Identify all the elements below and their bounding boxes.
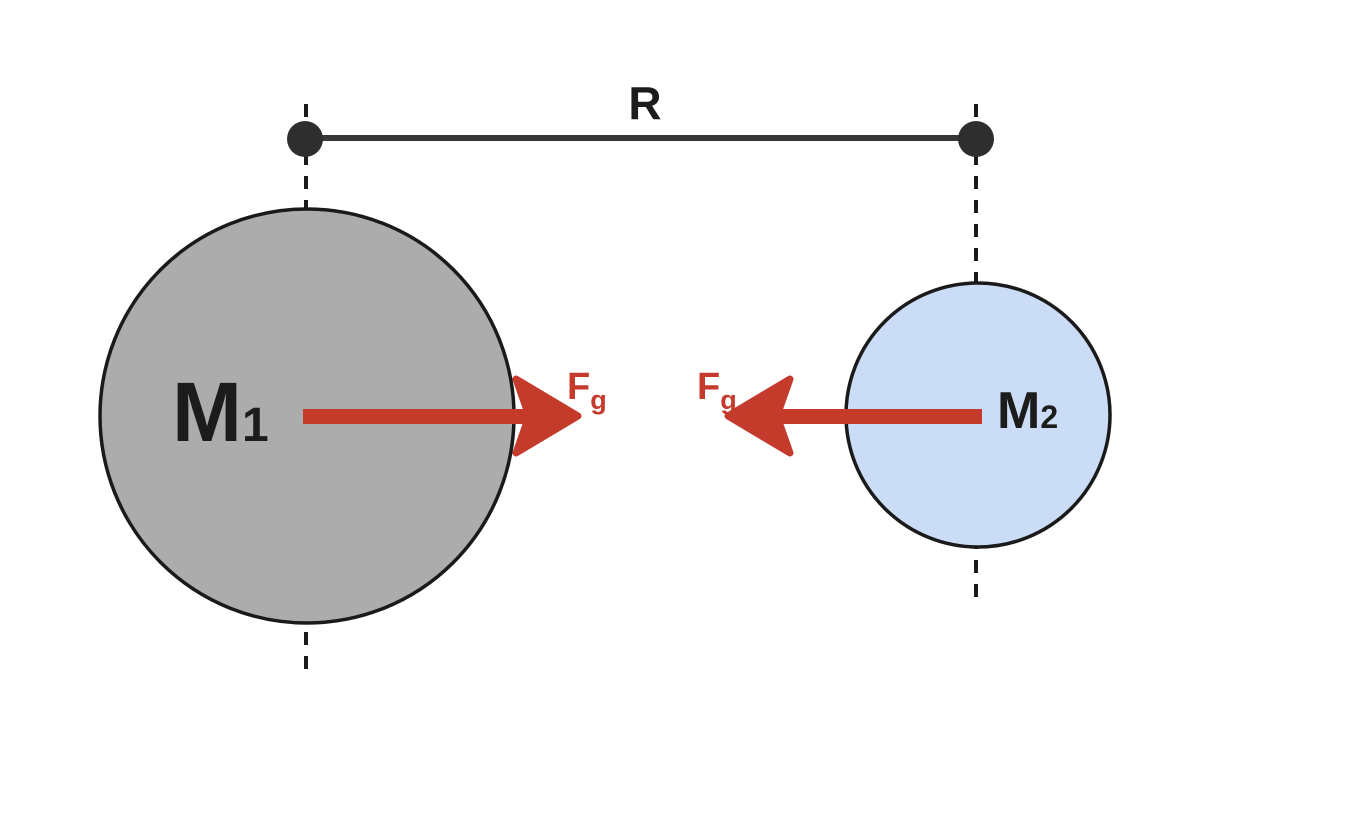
force-arrow-on-m1-shaft (303, 409, 531, 424)
mass1-label: M1 (172, 365, 269, 459)
force-arrow-on-m2-head (724, 375, 794, 457)
anchor-dot-right (958, 121, 994, 157)
force-on-m1-label: Fg (567, 366, 607, 415)
force-arrow-on-m2-shaft (778, 409, 982, 424)
mass2-label: M2 (997, 382, 1058, 440)
distance-label: R (628, 77, 661, 129)
force-arrow-on-m1 (303, 375, 582, 457)
anchor-dot-left (287, 121, 323, 157)
force-on-m2-label: Fg (697, 366, 737, 415)
force-arrow-on-m2 (724, 375, 982, 457)
force-arrow-on-m1-head (512, 375, 582, 457)
